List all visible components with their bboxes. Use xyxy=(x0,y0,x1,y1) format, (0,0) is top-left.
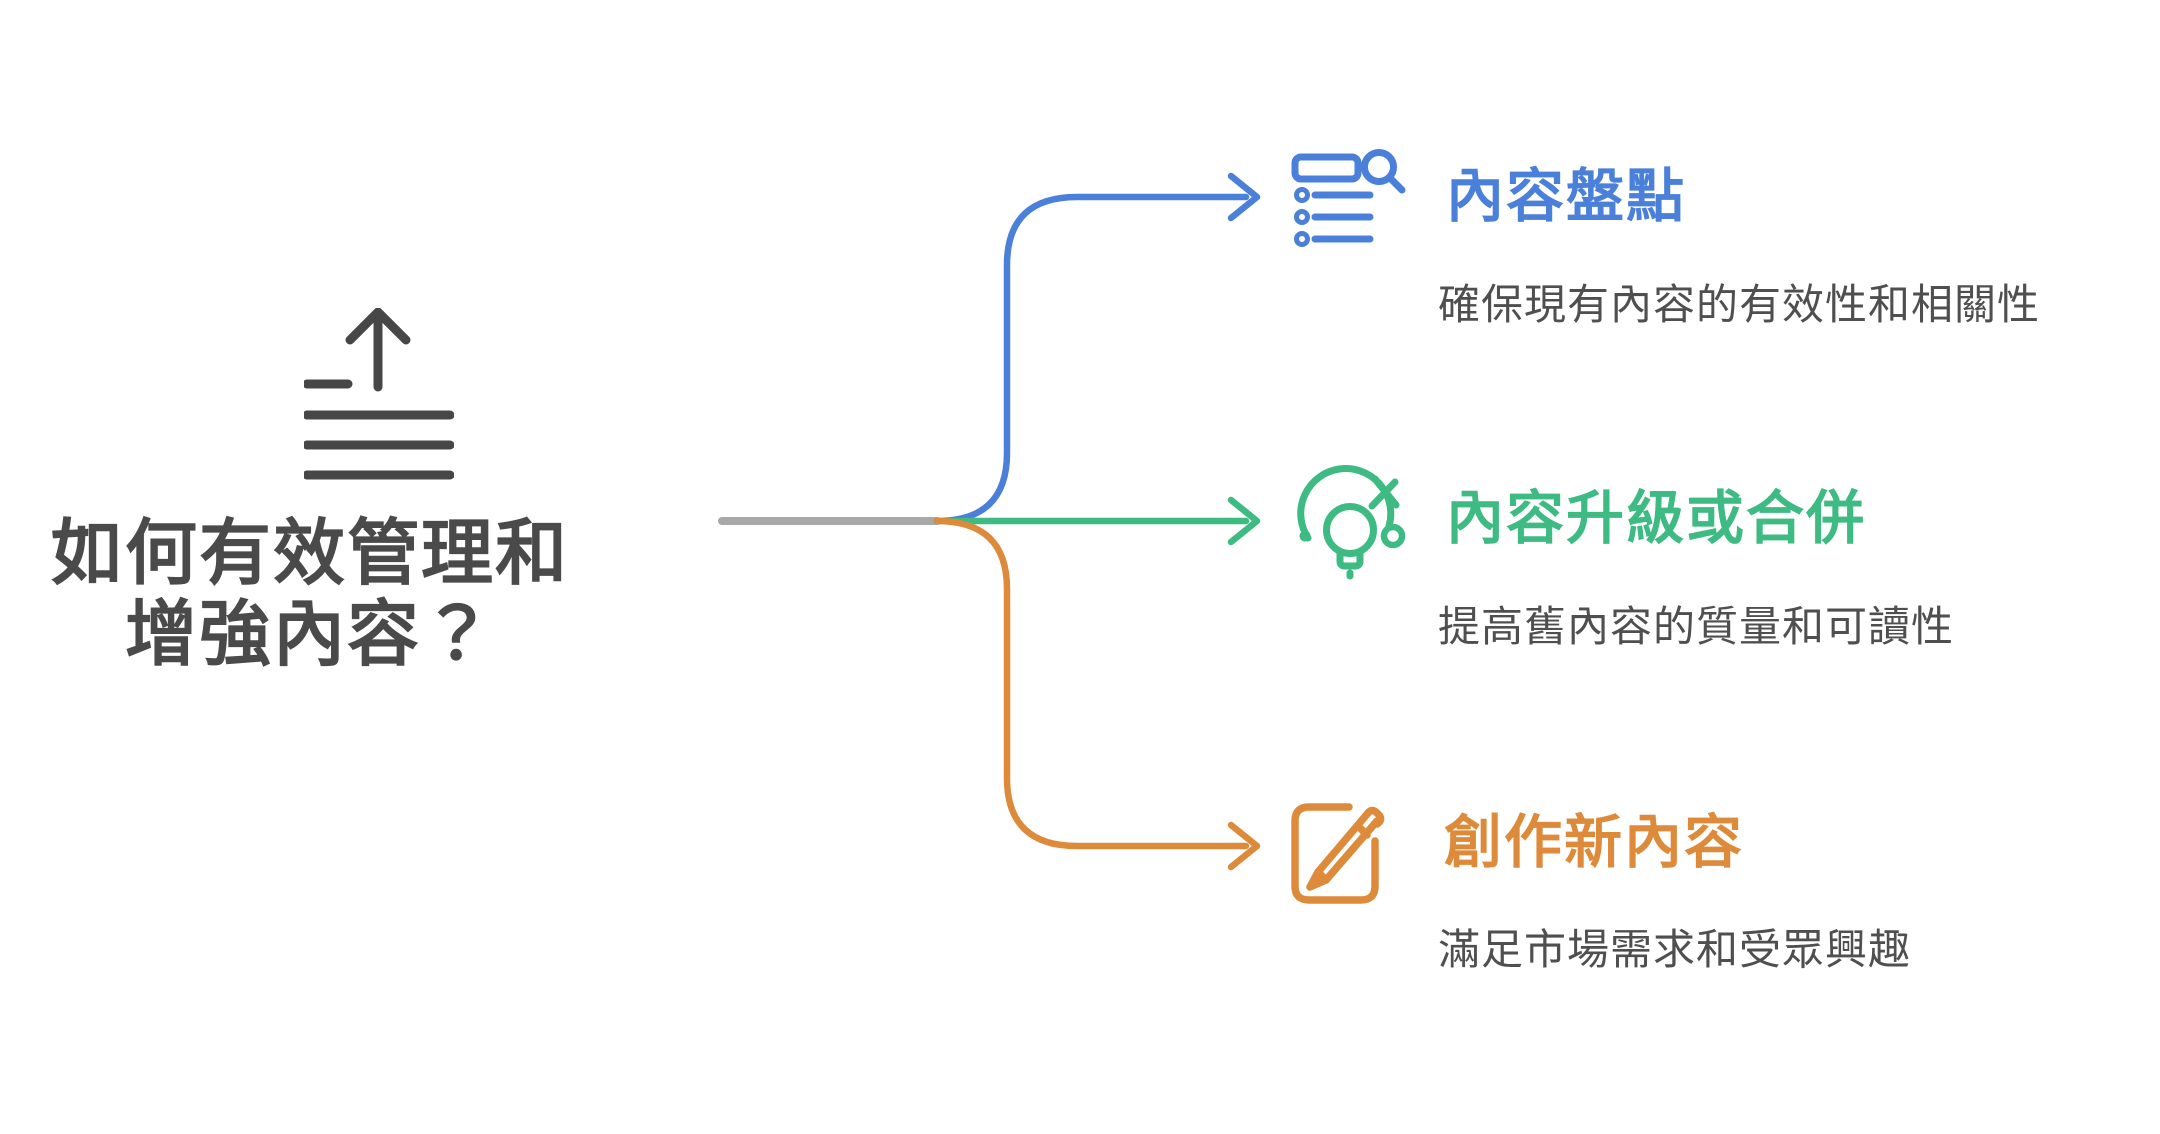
magnifier-lens xyxy=(1361,149,1397,185)
ring-right xyxy=(1380,523,1406,549)
list-header-box xyxy=(1291,153,1362,183)
branch-title: 內容盤點 xyxy=(1446,164,1687,229)
pen-clip xyxy=(1355,823,1371,839)
bullet-1 xyxy=(1294,187,1310,203)
branch-subtitle: 確保現有內容的有效性和相關性 xyxy=(1438,281,2041,328)
pen-nib xyxy=(1306,868,1330,891)
branch-line-blue xyxy=(933,172,1261,525)
note-square xyxy=(1291,803,1379,904)
arrowhead-blue xyxy=(1227,172,1261,222)
idea-refresh-icon xyxy=(1297,465,1406,580)
branch-title: 創作新內容 xyxy=(1444,810,1745,875)
arrowhead-orange xyxy=(1227,821,1261,871)
pen-shaft xyxy=(1314,809,1381,884)
branch-line-orange xyxy=(933,517,1261,871)
compose-pen-icon xyxy=(1291,803,1385,904)
up-arrow xyxy=(345,308,411,392)
bulb-base xyxy=(1336,548,1364,570)
central-topic-title: 如何有效管理和增強內容？ xyxy=(50,514,569,676)
branch-subtitle: 提高舊內容的質量和可讀性 xyxy=(1438,603,1955,650)
arrowhead-green xyxy=(1227,496,1261,546)
pen-cap xyxy=(1364,806,1385,828)
upload-lines-icon xyxy=(304,308,454,480)
refresh-arrow-tick xyxy=(1368,475,1400,510)
bulb xyxy=(1323,503,1377,557)
magnifier-handle xyxy=(1386,174,1406,194)
branch-title: 內容升級或合併 xyxy=(1446,486,1867,551)
branch-line-green xyxy=(933,496,1261,546)
branch-subtitle: 滿足市場需求和受眾興趣 xyxy=(1438,926,1912,973)
dot-left xyxy=(1299,530,1311,542)
list-search-icon xyxy=(1291,149,1406,247)
bullet-3 xyxy=(1294,231,1310,247)
bullet-2 xyxy=(1294,209,1310,225)
